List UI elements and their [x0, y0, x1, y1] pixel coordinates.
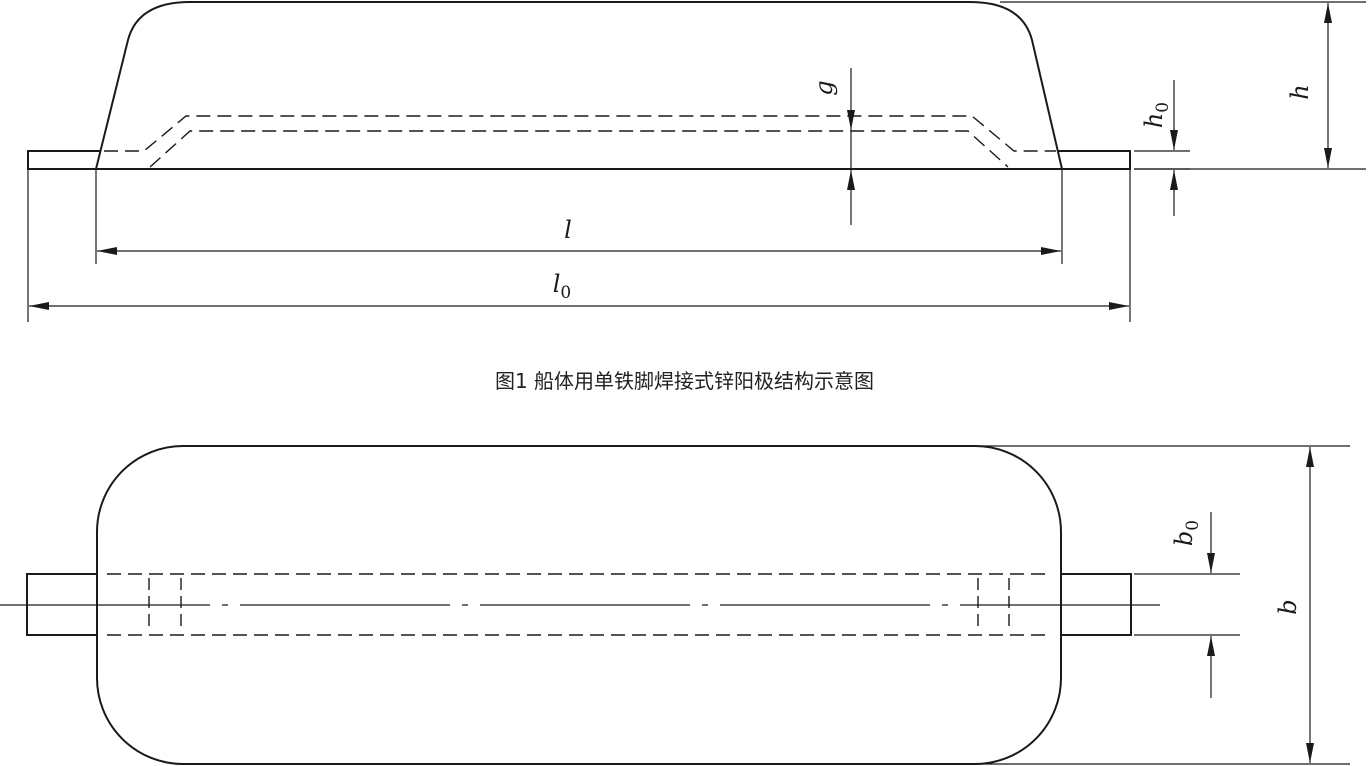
anode-body-outline: [94, 1, 1064, 170]
dim-g-label: g: [810, 80, 838, 95]
dim-b0-label: b0: [1170, 520, 1203, 546]
top-view: b0 b: [0, 445, 1350, 765]
embedded-strap-upper-dashed: [104, 115, 1056, 152]
dim-h-label: h: [1286, 84, 1314, 99]
dim-b-label: b: [1274, 599, 1302, 614]
side-view: g h0 h l l0: [27, 1, 1366, 322]
figure-caption: 图1 船体用单铁脚焊接式锌阳极结构示意图: [494, 369, 875, 393]
embedded-strap-lower-dashed: [149, 130, 1009, 168]
dim-l0-label: l0: [553, 270, 572, 303]
dim-l-label: l: [564, 216, 572, 244]
dim-h0-label: h0: [1140, 102, 1173, 128]
